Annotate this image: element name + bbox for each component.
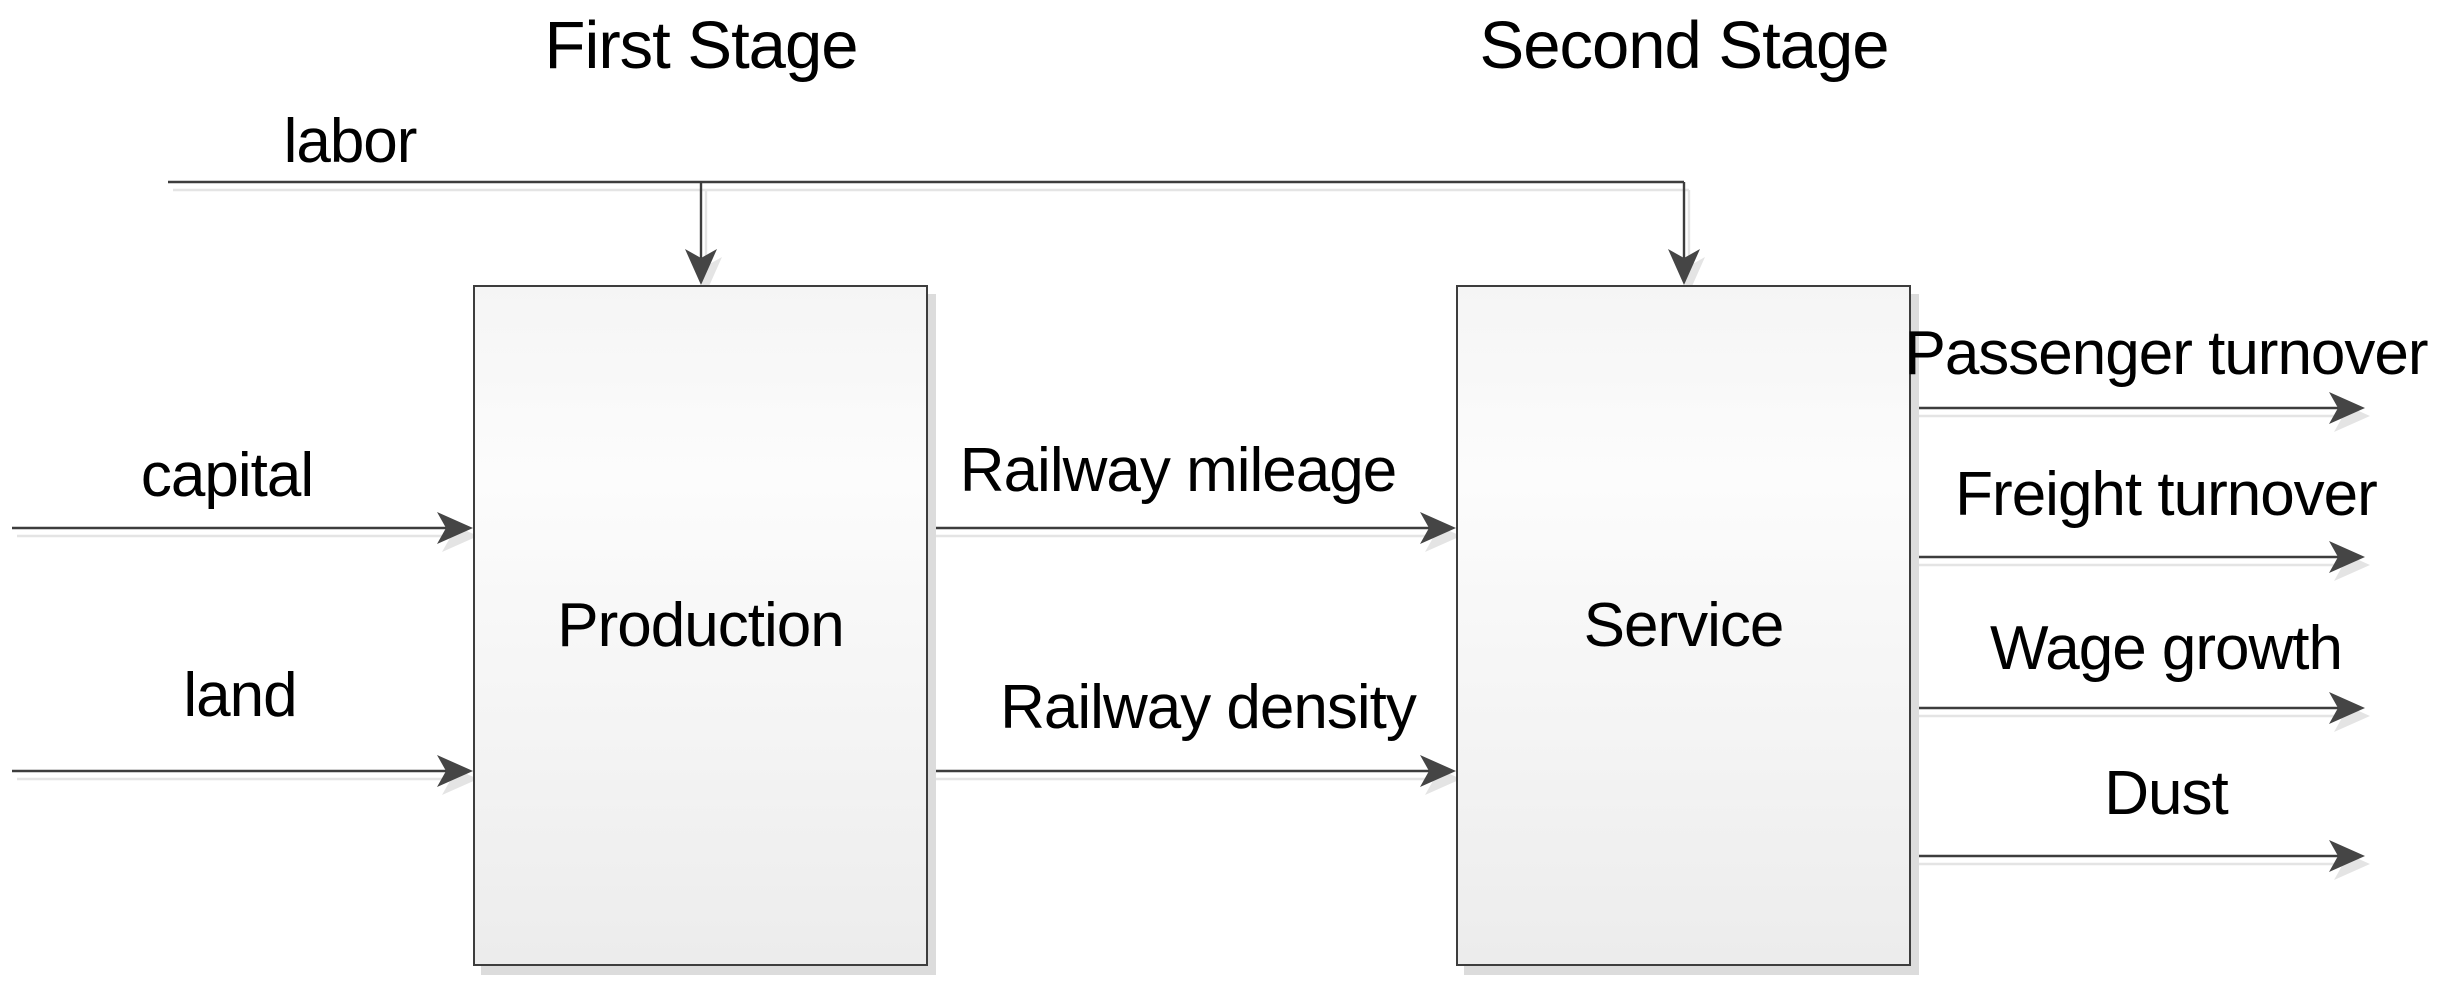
arrowhead-right-icon xyxy=(2329,392,2365,424)
production-node-label: Production xyxy=(557,591,844,660)
arrowhead-right-icon xyxy=(1420,512,1456,544)
arrow-capital xyxy=(12,512,473,544)
arrowhead-right-icon xyxy=(1420,755,1456,787)
arrowhead-right-icon xyxy=(437,755,473,787)
arrowhead-right-icon xyxy=(2329,541,2365,573)
arrowhead-right-icon xyxy=(2329,692,2365,724)
land-edge-label: land xyxy=(183,661,297,730)
wage-growth-edge-label: Wage growth xyxy=(1990,614,2343,683)
passenger-turnover-edge-label: Passenger turnover xyxy=(1904,319,2428,388)
labor-edge-label: labor xyxy=(283,107,418,176)
arrow-passenger-turnover xyxy=(1911,392,2365,424)
arrowhead-down-icon xyxy=(685,249,717,285)
service-node: Service xyxy=(1456,285,1911,966)
arrowhead-down-icon xyxy=(1668,249,1700,285)
arrow-railway-density xyxy=(928,755,1456,787)
arrow-freight-turnover xyxy=(1911,541,2365,573)
dust-edge-label: Dust xyxy=(2104,759,2228,828)
freight-turnover-edge-label: Freight turnover xyxy=(1955,460,2378,529)
railway-density-edge-label: Railway density xyxy=(1000,673,1417,742)
production-node: Production xyxy=(473,285,928,966)
arrow-wage-growth xyxy=(1911,692,2365,724)
arrowhead-right-icon xyxy=(2329,840,2365,872)
arrow-land xyxy=(12,755,473,787)
arrow-labor xyxy=(168,180,1700,285)
arrowhead-right-icon xyxy=(437,512,473,544)
capital-edge-label: capital xyxy=(140,441,314,510)
first-stage-title: First Stage xyxy=(544,8,859,83)
arrow-dust xyxy=(1911,840,2365,872)
service-node-label: Service xyxy=(1583,591,1785,660)
railway-mileage-edge-label: Railway mileage xyxy=(959,436,1397,505)
arrow-railway-mileage xyxy=(928,512,1456,544)
second-stage-title: Second Stage xyxy=(1479,8,1890,83)
